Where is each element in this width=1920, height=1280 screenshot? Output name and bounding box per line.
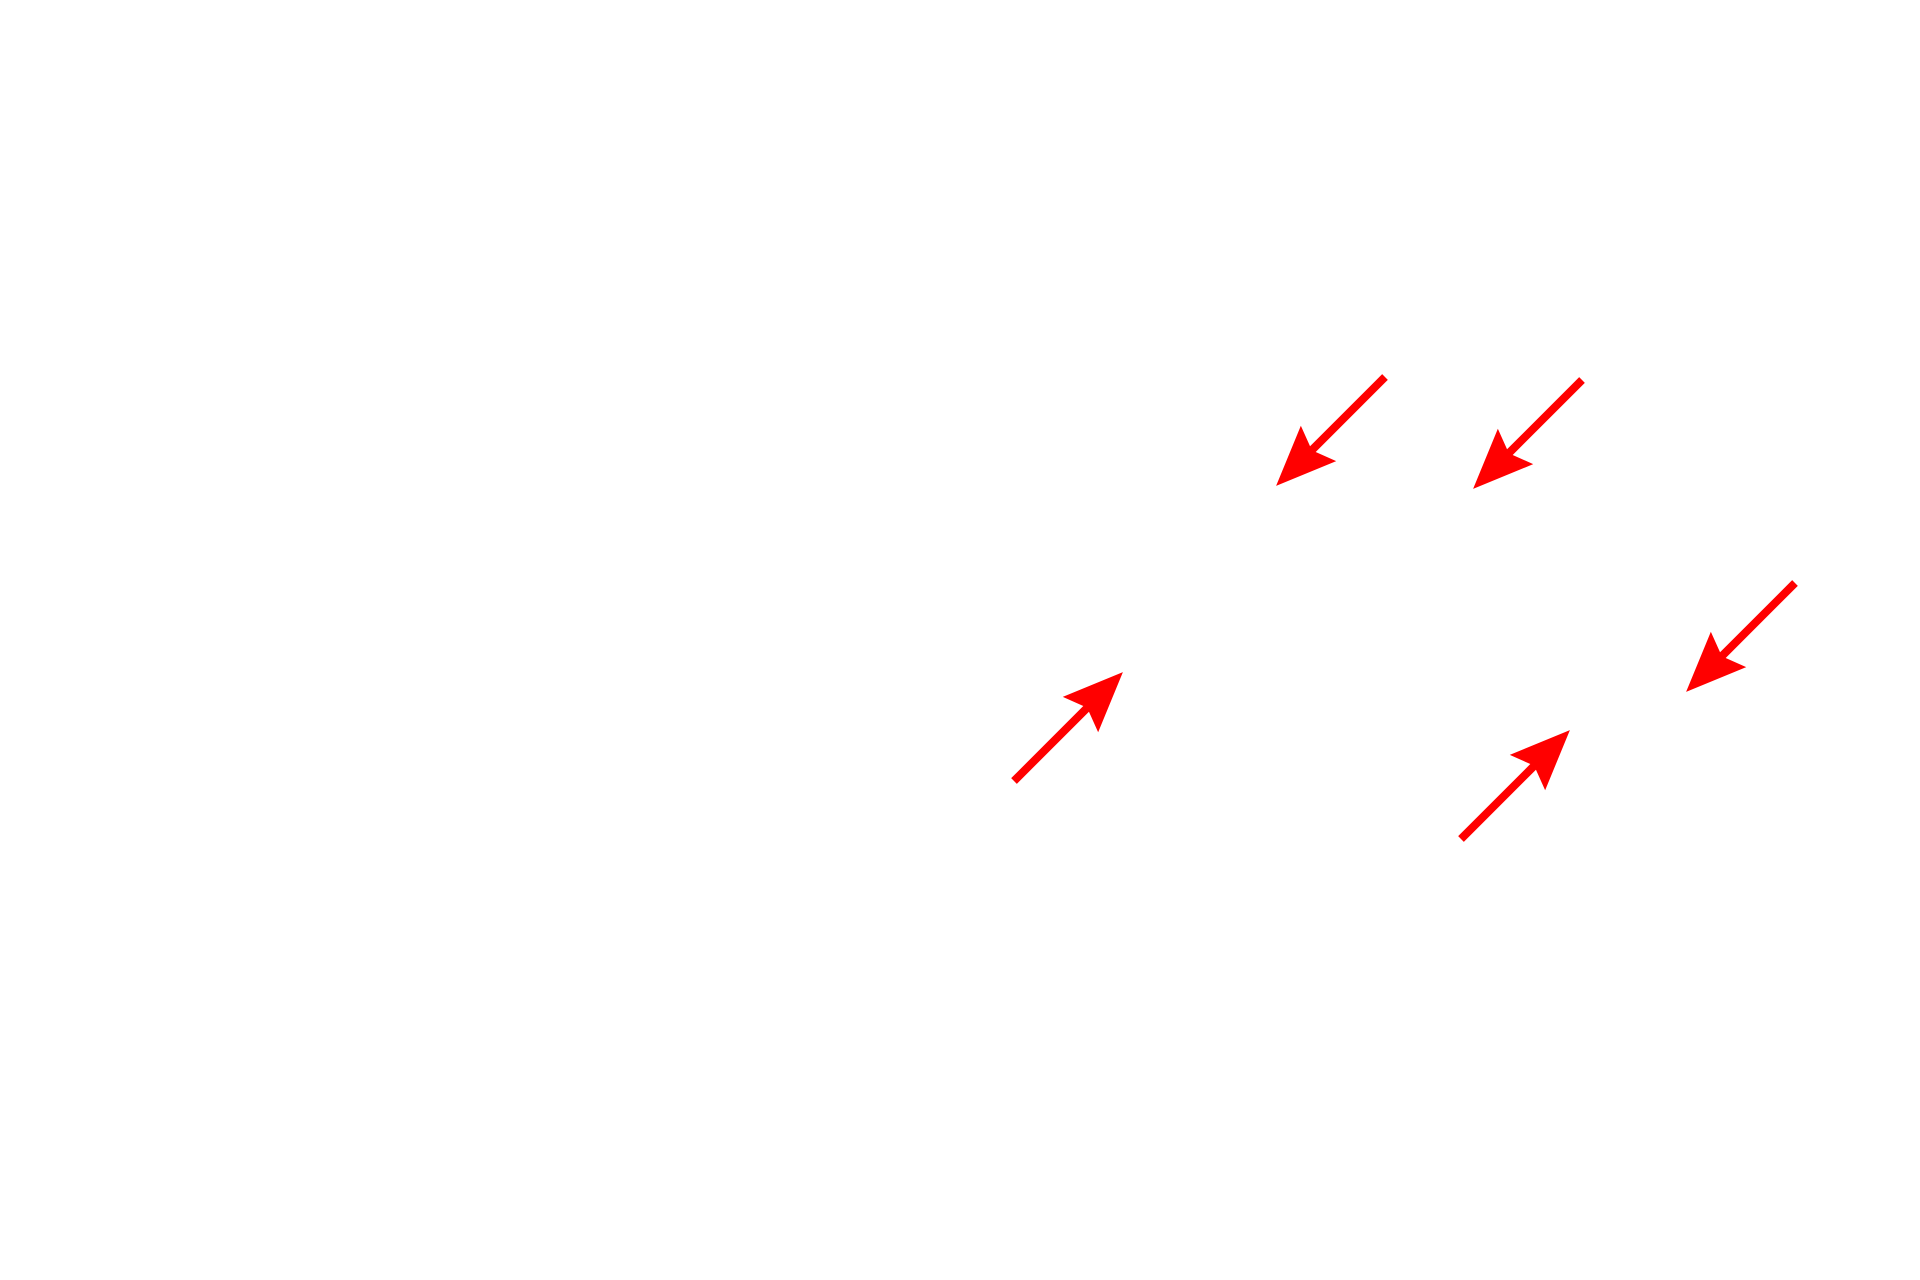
arrow-up-right-icon — [1458, 730, 1570, 842]
arrow-up-right-icon — [1011, 672, 1123, 784]
arrow-down-left-icon — [1686, 580, 1798, 692]
arrow-down-left-icon — [1276, 374, 1388, 486]
arrow-down-left-icon — [1473, 377, 1585, 489]
